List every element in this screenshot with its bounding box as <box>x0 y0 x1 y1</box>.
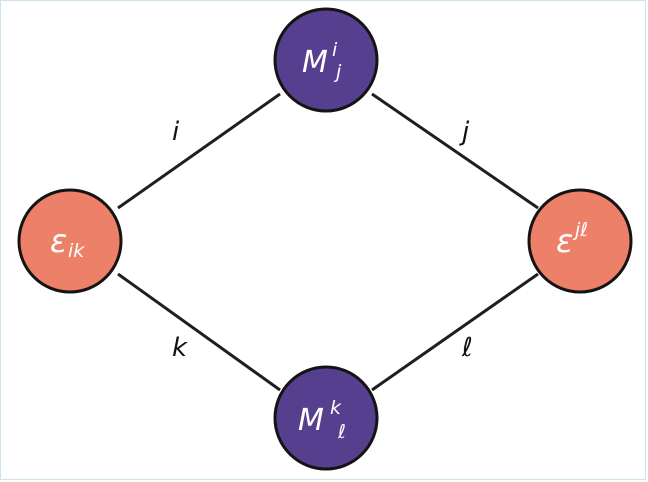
node-right: ε jℓ <box>527 188 633 294</box>
node-right-base: ε <box>556 222 573 260</box>
node-top-base: M <box>302 45 328 80</box>
edge-i <box>117 92 281 210</box>
node-left-base: ε <box>50 222 67 260</box>
node-left-sub: ik <box>68 240 85 262</box>
node-top-sup: i <box>332 39 338 61</box>
node-bottom-sup: k <box>330 397 342 419</box>
edge-j <box>371 92 539 210</box>
node-top-sub: j <box>333 61 342 83</box>
edge-label-l: ℓ <box>461 333 473 363</box>
edge-k <box>117 272 281 392</box>
node-bottom-base: M <box>298 403 324 438</box>
node-left: ε ik <box>17 188 123 294</box>
edge-label-i: i <box>172 117 180 147</box>
edge-label-k: k <box>172 333 188 363</box>
node-bottom-sub: ℓ <box>337 421 346 443</box>
edge-label-j: j <box>459 117 470 147</box>
node-bottom: M k ℓ <box>273 365 379 471</box>
node-right-sup: jℓ <box>572 219 588 241</box>
edge-l <box>371 272 539 392</box>
node-top: M i j <box>273 7 379 113</box>
